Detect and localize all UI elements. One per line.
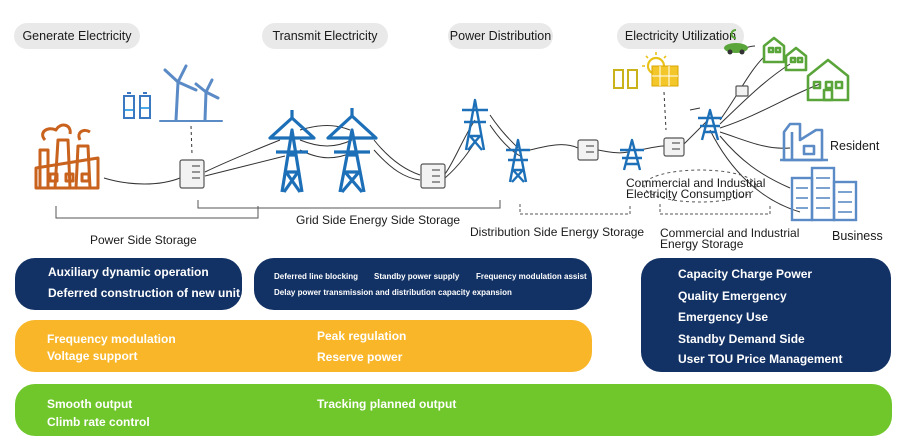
- commercial-consumption-label-2: Electricity Consumption: [626, 187, 752, 201]
- brackets: [55, 200, 771, 219]
- user-side-item-1: Capacity Charge Power: [678, 267, 813, 281]
- grid-side-item-1: Deferred line blocking: [274, 272, 359, 281]
- stage-utilization-label: Electricity Utilization: [624, 29, 737, 43]
- user-side-item-2: Quality Emergency: [678, 289, 787, 303]
- commercial-storage-label-2: Energy Storage: [660, 237, 744, 251]
- power-side-item-1: Auxiliary dynamic operation: [48, 265, 209, 279]
- grid-side-item-3: Frequency modulation assist: [476, 272, 587, 281]
- climb-rate-control-label: Climb rate control: [47, 415, 150, 429]
- stage-transmit: Transmit Electricity: [262, 23, 388, 49]
- grid-illustration: [34, 29, 858, 222]
- solar-panel-icon: [642, 52, 679, 87]
- frequency-modulation-label: Frequency modulation: [47, 332, 176, 346]
- battery-icon: [123, 92, 151, 119]
- storage-cabinet-icon: [179, 85, 749, 189]
- grid-side-item-4: Delay power transmission and distributio…: [274, 288, 512, 297]
- grid-side-item-2: Standby power supply: [374, 272, 460, 281]
- commercial-consumption-label-1: Commercial and Industrial: [626, 176, 766, 190]
- ev-charger-icon: [724, 29, 748, 55]
- power-side-storage-label: Power Side Storage: [90, 233, 197, 247]
- grid-side-storage-label: Grid Side Energy Side Storage: [296, 213, 461, 227]
- stage-utilization: Electricity Utilization: [617, 23, 744, 49]
- battery-icon: [613, 69, 638, 89]
- distribution-side-storage-label: Distribution Side Energy Storage: [470, 225, 645, 239]
- user-side-item-4: Standby Demand Side: [678, 332, 805, 346]
- stage-distribution-label: Power Distribution: [449, 29, 552, 43]
- stage-generate-label: Generate Electricity: [22, 29, 132, 43]
- industrial-plant-icon: [780, 122, 828, 162]
- smooth-output-label: Smooth output: [47, 397, 133, 411]
- transmission-tower-icon: [268, 108, 378, 194]
- commercial-consumption-outline: [643, 169, 757, 203]
- commercial-storage-label-1: Commercial and Industrial: [660, 226, 800, 240]
- resident-label: Resident: [830, 139, 880, 153]
- wind-turbine-icon: [159, 64, 223, 122]
- peak-regulation-label: Peak regulation: [317, 329, 407, 343]
- stage-generate: Generate Electricity: [14, 23, 140, 49]
- user-side-item-5: User TOU Price Management: [678, 352, 843, 366]
- reserve-power-label: Reserve power: [317, 350, 403, 364]
- orange-panel: Frequency modulation Voltage support Pea…: [15, 320, 592, 372]
- stage-transmit-label: Transmit Electricity: [272, 29, 378, 43]
- house-icon: [762, 36, 850, 102]
- voltage-support-label: Voltage support: [47, 349, 138, 363]
- green-panel: Smooth output Climb rate control Trackin…: [15, 384, 892, 436]
- power-side-panel: Auxiliary dynamic operation Deferred con…: [15, 258, 242, 310]
- user-side-item-3: Emergency Use: [678, 310, 769, 324]
- tracking-planned-output-label: Tracking planned output: [317, 397, 457, 411]
- grid-side-panel: Deferred line blocking Standby power sup…: [254, 258, 592, 310]
- user-side-panel: Capacity Charge Power Quality Emergency …: [641, 258, 891, 372]
- stage-distribution: Power Distribution: [448, 23, 553, 49]
- power-side-item-2: Deferred construction of new unit: [48, 286, 241, 300]
- factory-icon: [34, 123, 100, 190]
- office-building-icon: [790, 166, 858, 222]
- business-label: Business: [832, 229, 883, 243]
- distribution-tower-icon: [462, 98, 722, 183]
